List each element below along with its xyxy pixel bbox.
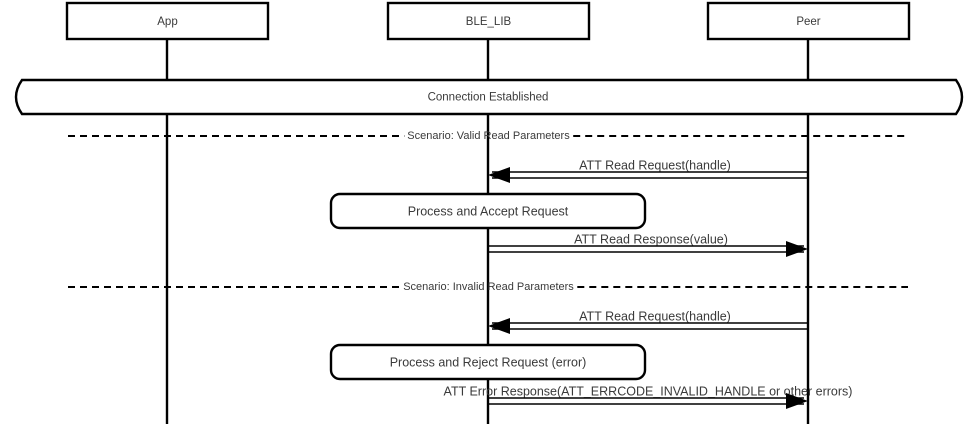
participant-peer[interactable]: Peer [706,1,911,41]
note-process-reject-request-box[interactable] [329,343,647,381]
participant-ble-lib-box[interactable] [386,1,591,41]
divider-valid-label: Scenario: Valid Read Parameters [407,130,570,142]
note-process-reject-request-label: Process and Reject Request (error) [390,355,587,369]
participant-app[interactable]: App [65,1,270,41]
participant-app-label: App [157,16,177,28]
note-process-accept-request-box[interactable] [329,192,647,230]
connection-established-banner-shape[interactable] [14,78,964,116]
message-read-request-2-arrowhead [488,318,510,334]
message-read-request-1-label: ATT Read Request(handle) [579,158,731,172]
message-read-request-1[interactable]: ATT Read Request(handle) [488,158,808,183]
message-error-response-arrowhead [786,393,808,409]
connection-established-banner[interactable]: Connection Established [14,78,964,116]
divider-invalid-read-parameters: Scenario: Invalid Read Parameters [68,281,908,293]
message-read-response-arrowhead [786,241,808,257]
message-read-request-1-arrowhead [488,167,510,183]
participant-peer-box[interactable] [706,1,911,41]
divider-invalid-label: Scenario: Invalid Read Parameters [403,281,574,293]
connection-established-label: Connection Established [428,92,549,104]
participant-ble-lib-label: BLE_LIB [466,16,512,28]
participant-ble-lib[interactable]: BLE_LIB [386,1,591,41]
participant-peer-label: Peer [796,16,820,28]
message-read-response[interactable]: ATT Read Response(value) [488,232,808,257]
note-process-reject-request[interactable]: Process and Reject Request (error) [329,343,647,381]
message-error-response-label: ATT Error Response(ATT_ERRCODE_INVALID_H… [444,384,853,398]
divider-valid-read-parameters: Scenario: Valid Read Parameters [68,130,908,142]
note-process-accept-request-label: Process and Accept Request [408,204,569,218]
message-read-request-2-label: ATT Read Request(handle) [579,309,731,323]
note-process-accept-request[interactable]: Process and Accept Request [329,192,647,230]
message-read-request-2[interactable]: ATT Read Request(handle) [488,309,808,334]
participant-app-box[interactable] [65,1,270,41]
message-read-response-label: ATT Read Response(value) [574,232,728,246]
message-error-response[interactable]: ATT Error Response(ATT_ERRCODE_INVALID_H… [444,384,853,409]
